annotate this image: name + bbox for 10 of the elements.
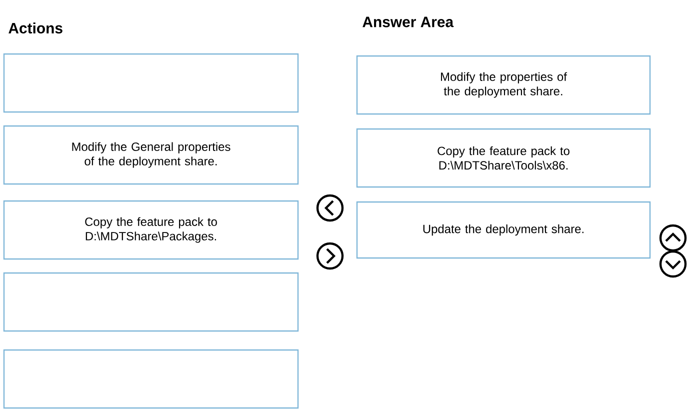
section-heading: Answer Area <box>362 16 454 28</box>
answer-box: Modify the General properties of the deployment share. <box>3 125 299 185</box>
answer-box: Modify the properties of the deployment share. <box>356 55 651 115</box>
section-heading: Actions <box>8 22 62 34</box>
empty-answer-box <box>3 349 299 409</box>
empty-answer-box <box>3 53 299 113</box>
answer-box: Update the deployment share. <box>356 201 651 259</box>
answer-box: Copy the feature pack to D:\MDTShare\Tools\x86. <box>356 128 651 188</box>
answer-box: Copy the feature pack to D:\MDTShare\Packages. <box>3 200 299 260</box>
empty-answer-box <box>3 272 299 332</box>
